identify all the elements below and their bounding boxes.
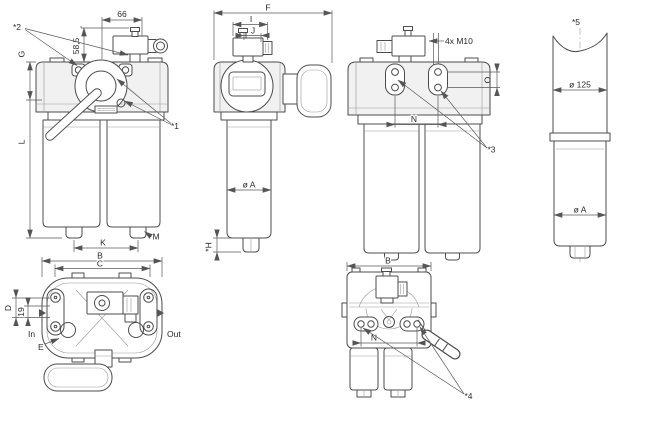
top-dim-b: B — [97, 251, 103, 261]
top-label-out: Out — [167, 329, 181, 339]
side-dim-dia-a: ø A — [243, 180, 256, 190]
top-dim-19: 19 — [16, 307, 26, 317]
front-view: 66 58,5 G L K M *1 *2 — [13, 9, 179, 252]
front-ref-2: *2 — [13, 22, 21, 32]
side-dim-j: J — [251, 26, 255, 36]
side-dim-f: F — [265, 3, 270, 13]
front-dim-k: K — [100, 238, 106, 248]
side-view: F I J ø A *H — [204, 3, 333, 261]
front-dim-58-5: 58,5 — [71, 37, 81, 54]
top-dim-e: E — [38, 342, 44, 352]
bottom-dim-b: B — [385, 256, 391, 266]
clearance-dim-dia-a: ø A — [574, 205, 587, 215]
top-view: B C D 19 In E Out — [2, 249, 181, 392]
side-dim-i: I — [250, 14, 252, 24]
bottom-ref-4: *4 — [465, 391, 473, 401]
front-dim-66: 66 — [117, 9, 127, 19]
rear-view: 4x M10 O N *3 — [347, 26, 500, 261]
rear-dim-n: N — [411, 114, 417, 124]
bottom-view: B N *4 — [341, 254, 473, 401]
front-dim-g: G — [17, 51, 27, 58]
rear-ref-3: *3 — [488, 145, 496, 155]
clearance-ref-5: *5 — [572, 17, 580, 27]
clearance-view: ø 125 ø A *5 — [549, 17, 611, 262]
bottom-dim-n: N — [371, 333, 377, 343]
rear-thread-note: 4x M10 — [445, 36, 473, 46]
front-ref-1: *1 — [171, 121, 179, 131]
front-ref-m: M — [153, 232, 160, 242]
top-dim-c: C — [97, 259, 103, 269]
clearance-dim-dia125: ø 125 — [569, 80, 591, 90]
front-dim-l: L — [17, 139, 27, 144]
top-dim-d: D — [3, 305, 13, 311]
top-label-in: In — [28, 329, 35, 339]
rear-dim-o: O — [483, 76, 493, 83]
side-dim-h: *H — [204, 242, 214, 251]
